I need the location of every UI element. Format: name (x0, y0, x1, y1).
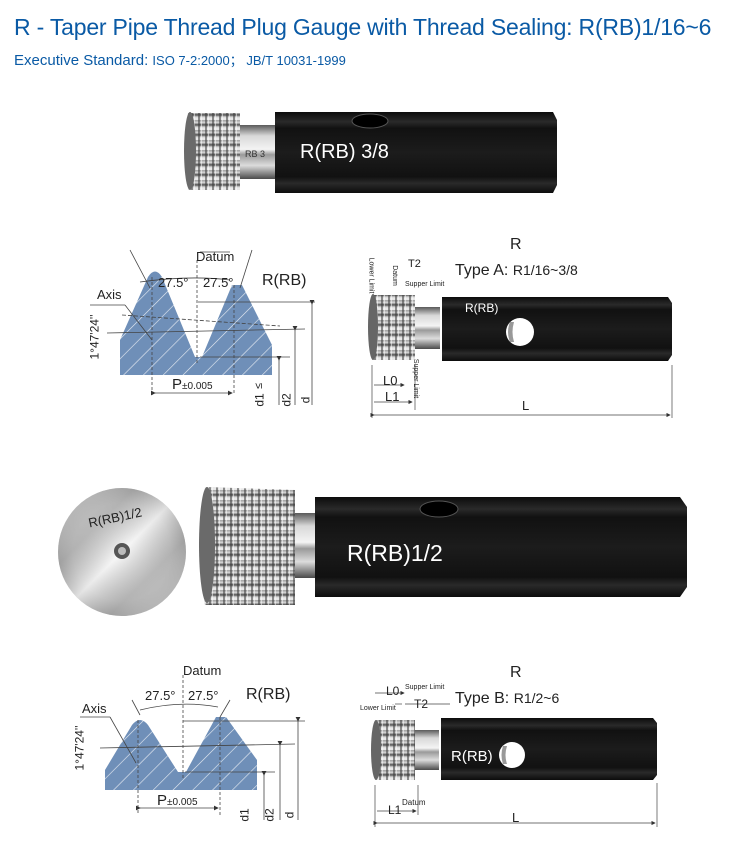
pitch-tolerance: ±0.005 (182, 381, 213, 392)
page-title: R - Taper Pipe Thread Plug Gauge with Th… (14, 14, 712, 40)
type-b-datum: Datum (402, 798, 426, 807)
type-b-gauge-drawing (371, 718, 658, 827)
type-a-supper-limit: Supper Limit (405, 281, 445, 288)
thread-profile-diagram-a (90, 249, 315, 405)
pitch-symbol: P (172, 376, 183, 393)
type-a-t2: T2 (408, 258, 421, 270)
middle-gauge-marking: R(RB)1/2 (347, 540, 443, 566)
type-b-l0: L0 (386, 684, 400, 698)
profile-a-pitch: P±0.005 (172, 376, 213, 393)
profile-a-angle-left: 27.5° (158, 275, 189, 290)
type-b-t2: T2 (414, 697, 429, 711)
type-a-l1: L1 (385, 389, 400, 404)
standard-value: ISO 7-2:2000； JB/T 10031-1999 (152, 53, 346, 68)
thread-profile-diagram-b (80, 675, 305, 820)
type-b-l: L (512, 810, 520, 825)
profile-a-d1-le: ≤ (253, 382, 266, 390)
type-a-label: Type A: R1/16~3/8 (455, 262, 578, 280)
top-gauge-marking: R(RB) 3/8 (300, 141, 389, 163)
type-b-l1: L1 (388, 803, 402, 817)
profile-a-datum: Datum (196, 249, 235, 264)
profile-a-series: R(RB) (262, 272, 307, 289)
type-a-datum: Datum (390, 265, 398, 286)
profile-b-angle-left: 27.5° (145, 688, 176, 703)
type-a-range: R1/16~3/8 (512, 262, 578, 278)
profile-b-datum: Datum (183, 663, 222, 678)
profile-a-angle-right: 27.5° (203, 275, 234, 290)
type-b-type-label: Type B: (455, 690, 510, 707)
type-b-lower-limit: Lower Limit (360, 705, 396, 712)
type-a-lower-limit: Lower Limit (367, 257, 375, 294)
type-a-supper-limit-vertical: Supper Limit (412, 358, 420, 399)
standard-line: Executive Standard: ISO 7-2:2000； JB/T 1… (14, 50, 346, 69)
type-b-label: Type B: R1/2~6 (455, 690, 559, 708)
profile-b-axis-label: Axis (82, 701, 107, 716)
type-a-heading: R (510, 236, 522, 253)
type-a-type-label: Type A: (455, 262, 509, 279)
gauge-end-disc (58, 488, 186, 616)
profile-b-series: R(RB) (246, 686, 291, 703)
profile-a-axis-label: Axis (97, 287, 122, 302)
profile-b-d: d (282, 811, 297, 819)
type-a-l0: L0 (383, 373, 398, 388)
type-a-gauge-drawing (368, 294, 673, 418)
gauge-image-middle (199, 487, 687, 605)
profile-b-taper-angle: 1°47'24'' (72, 725, 87, 771)
neck-marking: RB 3 (245, 149, 265, 159)
pitch-symbol: P (157, 792, 168, 809)
profile-b-d2: d2 (262, 808, 277, 822)
profile-a-d2: d2 (279, 393, 294, 407)
type-b-supper-limit: Supper Limit (405, 684, 445, 691)
profile-a-taper-angle: 1°47'24'' (87, 314, 102, 360)
profile-a-d1: d1 (252, 393, 267, 407)
type-b-marking: R(RB) (451, 748, 493, 765)
pitch-tolerance: ±0.005 (167, 797, 198, 808)
profile-a-d: d (298, 396, 313, 404)
type-b-limit-dimensions (375, 690, 450, 705)
profile-b-angle-right: 27.5° (188, 688, 219, 703)
profile-b-d1: d1 (237, 808, 252, 822)
type-b-heading: R (510, 664, 522, 681)
type-a-l: L (522, 398, 530, 413)
type-b-range: R1/2~6 (513, 690, 560, 706)
type-a-marking: R(RB) (465, 301, 499, 315)
standard-label: Executive Standard: (14, 52, 149, 69)
profile-b-pitch: P±0.005 (157, 792, 198, 809)
gauge-image-top: RB 3 (184, 112, 557, 193)
